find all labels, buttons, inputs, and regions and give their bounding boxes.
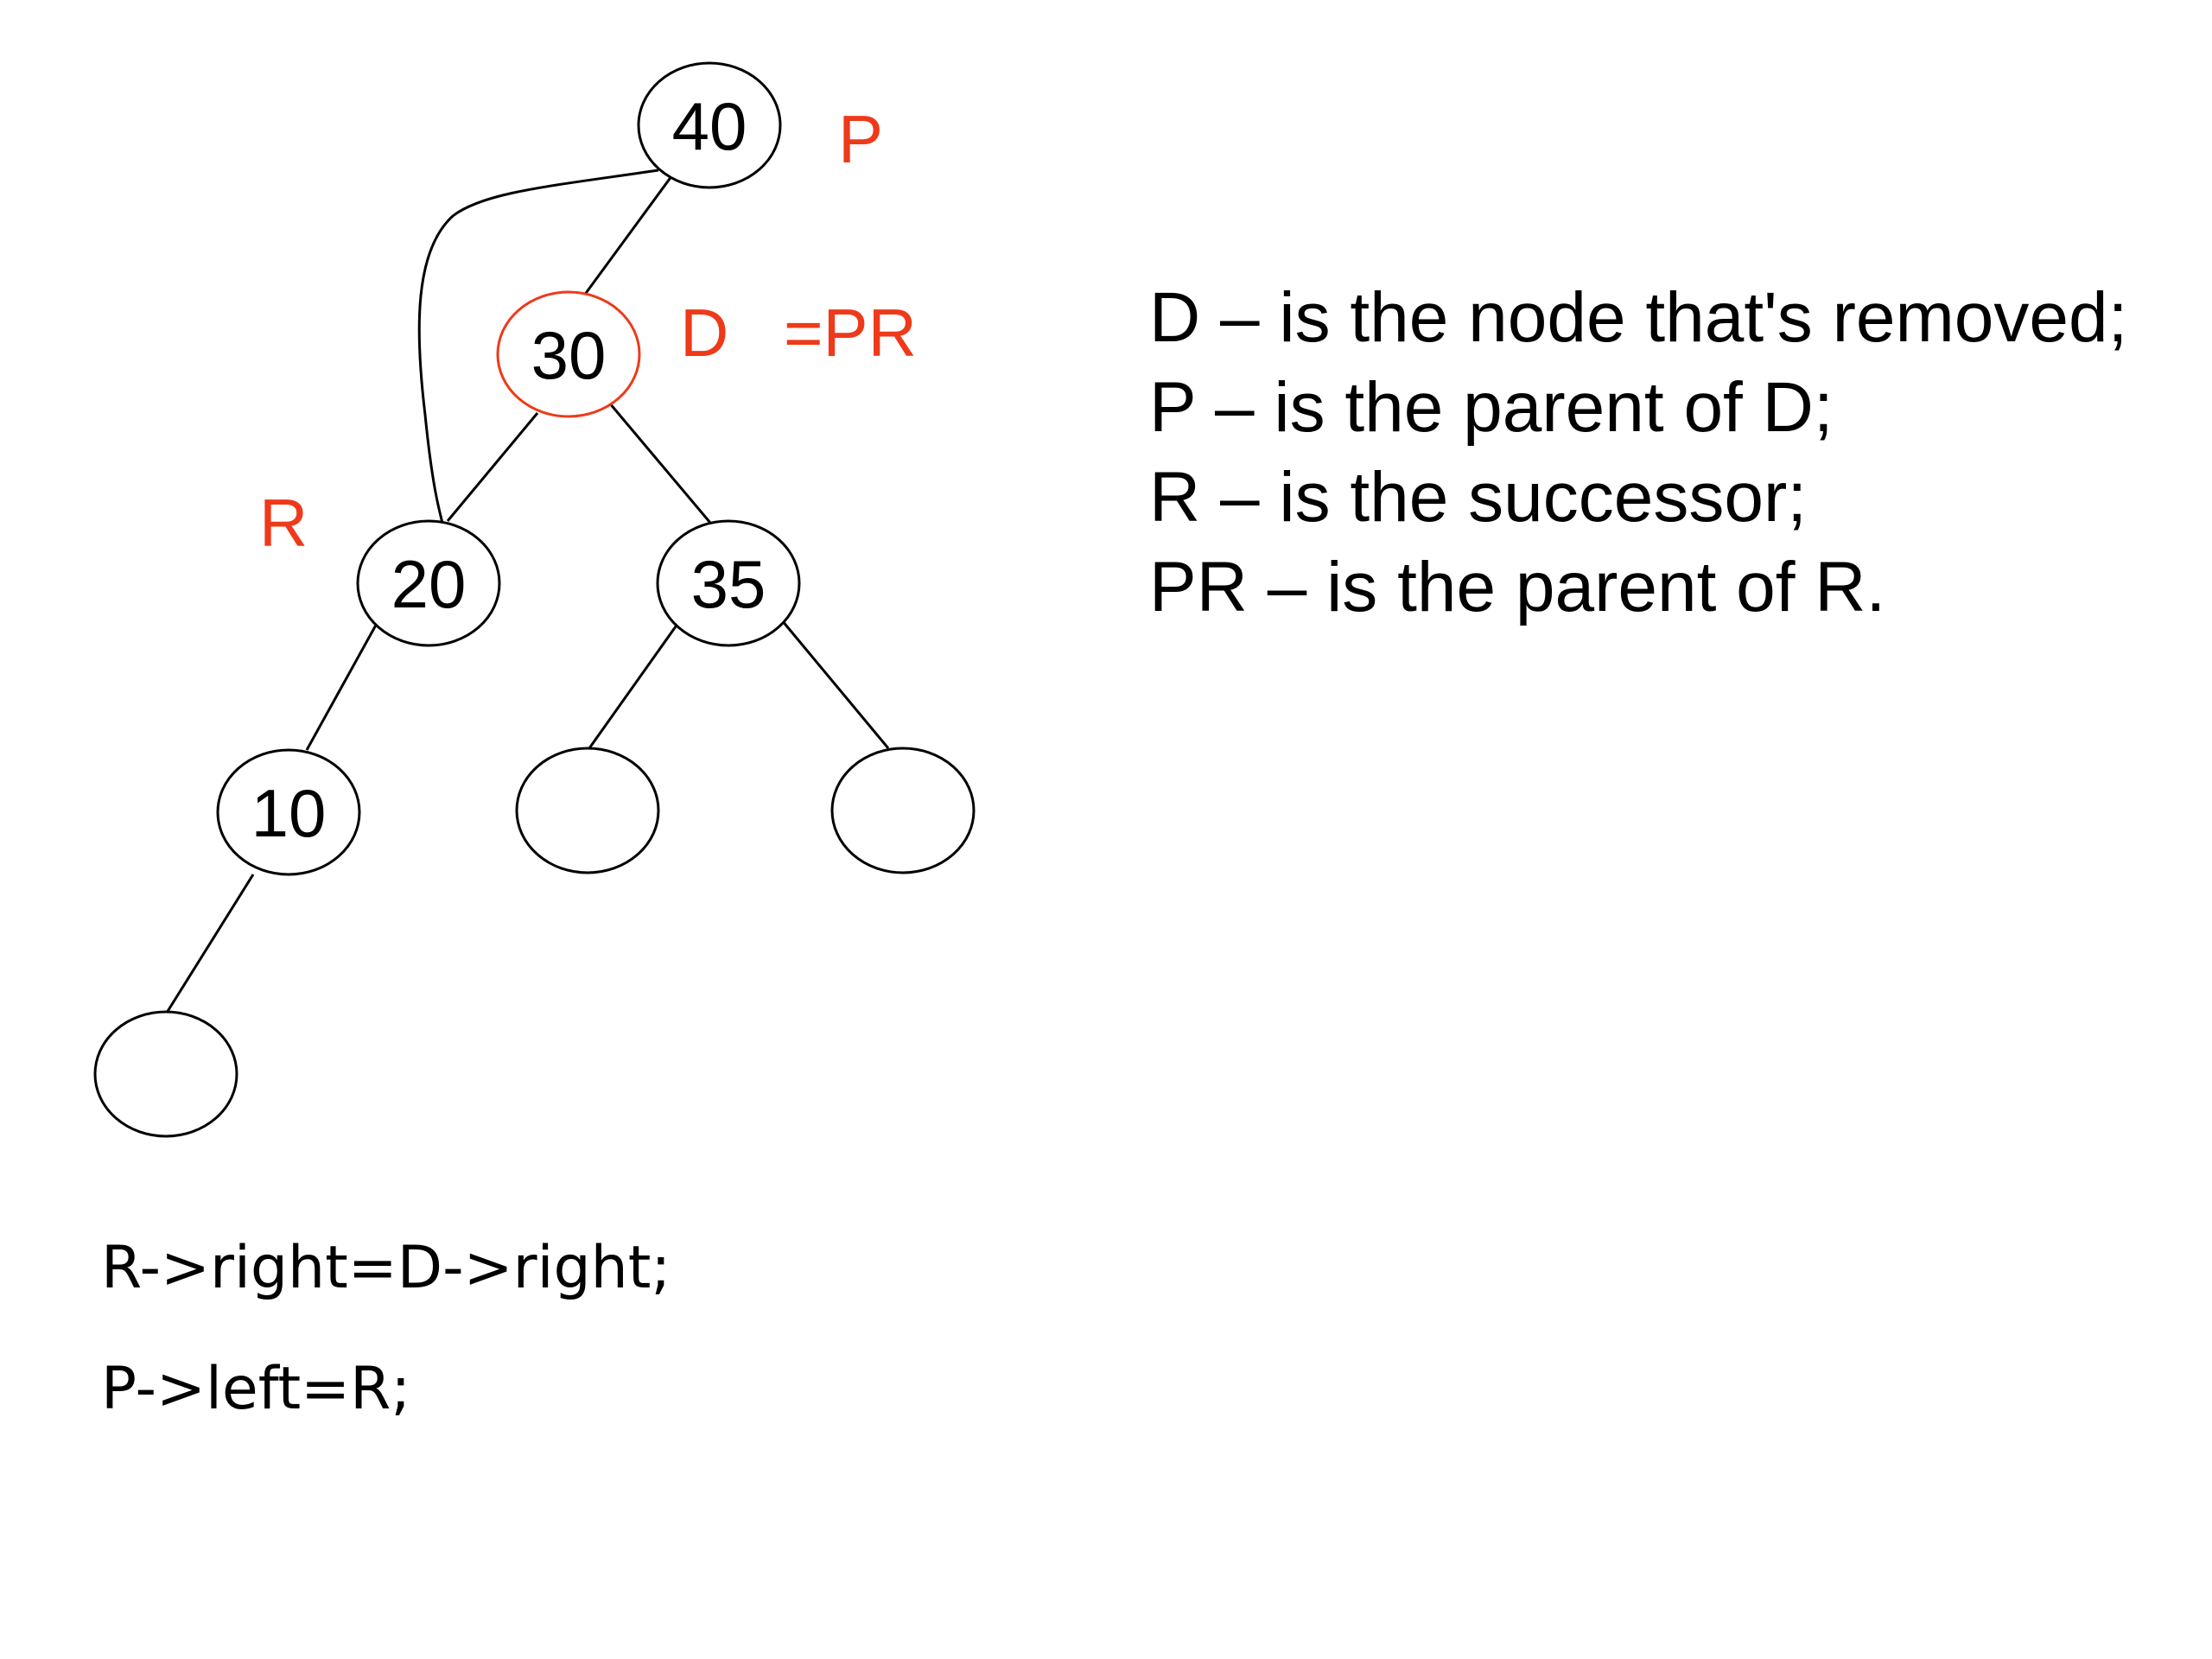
edge-20-10 bbox=[305, 620, 380, 751]
node-35-left-empty bbox=[515, 747, 660, 874]
node-label-10: 10 bbox=[251, 775, 327, 851]
node-label-30: 30 bbox=[531, 317, 607, 393]
legend-line-p: P – is the parent of D; bbox=[1149, 368, 1834, 447]
edge-40-30 bbox=[582, 168, 678, 296]
tag-r: R bbox=[259, 485, 308, 561]
role-tags: P D =PR R bbox=[259, 101, 917, 561]
node-label-20: 20 bbox=[391, 546, 467, 622]
tree-nodes bbox=[93, 61, 976, 1138]
tag-pr: =PR bbox=[784, 295, 917, 371]
legend-line-r: R – is the successor; bbox=[1149, 458, 1807, 537]
edge-40-20-curved bbox=[417, 168, 659, 524]
edge-10-left-empty bbox=[165, 874, 255, 1014]
legend: D – is the node that's removed; P – is t… bbox=[1149, 278, 2127, 626]
edge-30-20 bbox=[446, 412, 539, 522]
node-30 bbox=[496, 290, 641, 418]
node-20 bbox=[356, 519, 501, 647]
legend-line-d: D – is the node that's removed; bbox=[1149, 278, 2127, 357]
legend-line-pr: PR – is the parent of R. bbox=[1149, 548, 1885, 626]
code-block: R->right=D->right; P->left=R; bbox=[101, 1234, 671, 1423]
code-line-2: P->left=R; bbox=[101, 1355, 410, 1423]
node-35-right-empty bbox=[830, 747, 976, 874]
node-label-40: 40 bbox=[672, 88, 747, 164]
tag-p: P bbox=[838, 101, 883, 177]
edge-35-left-empty bbox=[588, 620, 682, 749]
tree-edges bbox=[165, 168, 890, 1014]
edge-35-right-empty bbox=[780, 620, 890, 749]
edge-30-35 bbox=[603, 397, 712, 524]
node-10-left-empty bbox=[93, 1010, 238, 1138]
node-labels: 40 30 20 35 10 bbox=[251, 88, 766, 851]
node-35 bbox=[656, 519, 801, 647]
node-label-35: 35 bbox=[691, 546, 766, 622]
node-40 bbox=[637, 61, 782, 189]
node-10 bbox=[216, 748, 361, 876]
code-line-1: R->right=D->right; bbox=[101, 1234, 671, 1302]
tag-d: D bbox=[680, 295, 728, 371]
